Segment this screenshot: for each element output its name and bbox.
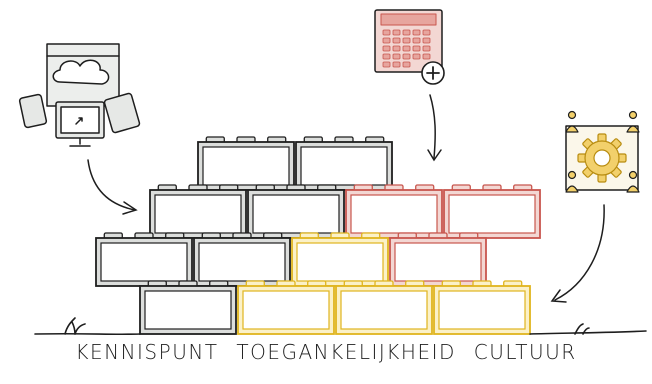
brick-yellow [335, 280, 433, 335]
calendar-day-cell [392, 61, 401, 68]
calendar-day-cell [392, 53, 401, 60]
calendar-day-cell [412, 29, 421, 36]
calendar-day-cell [382, 61, 391, 68]
brick-face [252, 194, 340, 234]
calendar-day-cell [382, 29, 391, 36]
ground-line [34, 317, 647, 336]
brick-face [300, 146, 388, 186]
brick-grey [149, 184, 247, 239]
brick-red [443, 184, 541, 239]
brick-grey [295, 136, 393, 191]
brick-face [242, 290, 330, 330]
calendar-day-cell [422, 53, 431, 60]
brick-yellow [433, 280, 531, 335]
brick-face [448, 194, 536, 234]
calendar-day-cell [412, 53, 421, 60]
calendar-plus-icon [374, 9, 445, 85]
brick-face [438, 290, 526, 330]
arrow-calendar-to-wall [429, 94, 436, 159]
caption: KENNISPUNT TOEGANKELIJKHEID CULTUUR [75, 340, 577, 364]
brick-face [394, 242, 482, 282]
brick-face [202, 146, 290, 186]
brick-face [154, 194, 242, 234]
calendar-day-cell [422, 45, 431, 52]
brick-grey [139, 280, 237, 335]
calendar-day-cell [392, 45, 401, 52]
brick-face [350, 194, 438, 234]
brick-red [345, 184, 443, 239]
brick-wall [95, 136, 541, 335]
calendar-day-cell [402, 61, 411, 68]
brick-grey [193, 232, 291, 287]
calendar-day-cell [402, 53, 411, 60]
calendar-day-cell [402, 45, 411, 52]
brick-face [296, 242, 384, 282]
arrowhead [427, 149, 442, 162]
cloud-devices-icon [18, 43, 141, 147]
calendar-day-cell [402, 29, 411, 36]
calendar-day-cell [392, 29, 401, 36]
calendar-day-cell [382, 37, 391, 44]
brick-grey [247, 184, 345, 239]
calendar-day-cell [392, 37, 401, 44]
brick-yellow [237, 280, 335, 335]
brick-grey [197, 136, 295, 191]
calendar-day-cell [422, 37, 431, 44]
arrowhead [550, 289, 567, 303]
calendar-day-cell [422, 29, 431, 36]
brick-face [340, 290, 428, 330]
arrow-gear-to-wall [554, 204, 605, 301]
brick-face [144, 290, 232, 330]
brick-red [389, 232, 487, 287]
calendar-day-cell [382, 53, 391, 60]
calendar-day-cell [412, 45, 421, 52]
brick-yellow [291, 232, 389, 287]
arrowhead [122, 201, 138, 215]
brick-grey [95, 232, 193, 287]
calendar-day-cell [402, 37, 411, 44]
gear-network-icon [565, 110, 640, 193]
brick-face [100, 242, 188, 282]
brick-face [198, 242, 286, 282]
calendar-day-cell [382, 45, 391, 52]
calendar-day-cell [412, 37, 421, 44]
arrow-devices-to-wall [87, 159, 136, 211]
